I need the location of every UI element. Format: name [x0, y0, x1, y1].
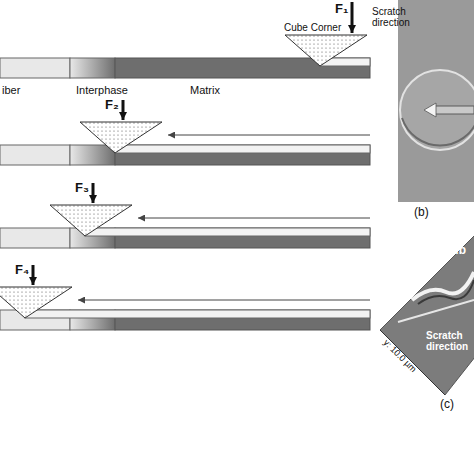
afm-plane	[380, 236, 474, 395]
scratch-track	[432, 106, 474, 114]
force-arrow	[122, 100, 125, 120]
matrix-region	[115, 58, 370, 78]
interphase-region	[70, 145, 115, 165]
scratch-arrow	[168, 135, 370, 136]
fiber-shadow	[402, 118, 474, 146]
scratch-stage	[0, 265, 370, 330]
scratch-groove	[115, 145, 370, 153]
fiber-cross-section	[400, 70, 474, 150]
scratch-stage	[0, 100, 370, 165]
force-arrow	[32, 265, 35, 285]
region-label: Matrix	[190, 84, 220, 96]
indenter-label: Cube Corner	[284, 22, 341, 33]
force-label: F₂	[105, 98, 119, 112]
panel-label: (c)	[440, 398, 454, 411]
cube-corner-indenter	[50, 205, 132, 236]
fiber-region	[0, 145, 70, 165]
force-label: F₁	[335, 2, 348, 16]
matrix-region	[115, 145, 370, 165]
force-label: F₄	[15, 263, 29, 277]
force-arrow	[351, 2, 354, 33]
scratch-groove	[25, 310, 370, 318]
fiber-region	[0, 58, 70, 78]
cube-corner-indenter	[80, 122, 162, 153]
scratch-arrow	[138, 218, 370, 219]
panel-label: (b)	[414, 206, 429, 219]
force-arrow	[92, 183, 95, 203]
scratch-direction-label: Scratch direction	[372, 6, 432, 28]
micrograph	[398, 0, 474, 202]
image-annotation: Fib	[448, 244, 466, 257]
scratch-groove	[398, 300, 474, 322]
region-label: Interphase	[76, 84, 128, 96]
afm-surface	[380, 236, 474, 395]
scratch-stage	[0, 183, 370, 248]
interphase-region	[70, 58, 115, 78]
scratch-stage	[0, 2, 370, 78]
fiber-edge-shadow	[418, 280, 474, 304]
fiber-region	[0, 228, 70, 248]
force-label: F₃	[75, 181, 89, 195]
cube-corner-indenter	[285, 35, 367, 66]
cube-corner-indenter	[0, 287, 72, 318]
scratch-end	[424, 103, 436, 117]
image-annotation: Scratch direction	[426, 330, 474, 352]
scratch-groove	[85, 228, 370, 236]
scratch-arrow	[78, 300, 370, 301]
region-label: iber	[2, 84, 20, 96]
